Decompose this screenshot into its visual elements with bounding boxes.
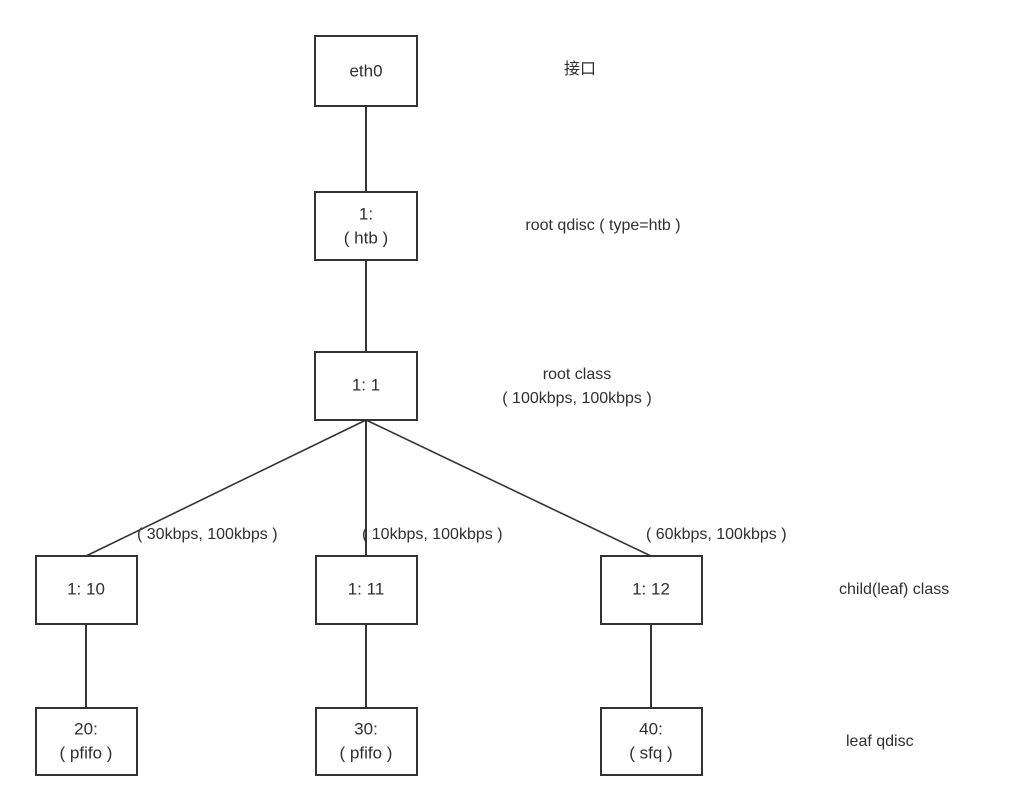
side-label-leaf-qdisc: leaf qdisc <box>846 733 914 750</box>
node-child-class-3[interactable]: 1: 12 <box>600 555 703 625</box>
node-child-class-1-label: 1: 10 <box>67 579 105 598</box>
node-leaf-qdisc-1[interactable]: 20: ( pfifo ) <box>35 707 138 776</box>
node-child-class-2-box[interactable] <box>315 555 418 625</box>
node-child-class-3-label: 1: 12 <box>632 579 670 598</box>
node-leaf-qdisc-2-label-line1: 30: <box>354 719 378 738</box>
edges-group <box>85 106 652 708</box>
node-leaf-qdisc-3-label-line2: ( sfq ) <box>629 743 672 762</box>
node-interface-label: eth0 <box>349 61 382 80</box>
node-child-class-2-label: 1: 11 <box>348 579 385 598</box>
node-leaf-qdisc-1-box[interactable] <box>35 707 138 776</box>
node-interface[interactable]: eth0 <box>314 35 418 107</box>
node-leaf-qdisc-1-label-line2: ( pfifo ) <box>60 743 113 762</box>
edge-label-branch-left: ( 30kbps, 100kbps ) <box>137 526 278 543</box>
edge-label-branch-right: ( 60kbps, 100kbps ) <box>646 526 787 543</box>
node-child-class-2[interactable]: 1: 11 <box>315 555 418 625</box>
side-label-root-class-line1: root class <box>543 366 611 383</box>
node-leaf-qdisc-2-box[interactable] <box>315 707 418 776</box>
node-root-qdisc-label-line1: 1: <box>359 204 373 223</box>
node-leaf-qdisc-3-box[interactable] <box>600 707 703 776</box>
side-label-interface: 接口 <box>564 60 596 78</box>
node-root-class[interactable]: 1: 1 <box>314 351 418 421</box>
side-label-child-class: child(leaf) class <box>839 581 949 598</box>
node-root-class-box[interactable] <box>314 351 418 421</box>
node-root-qdisc[interactable]: 1: ( htb ) <box>314 191 418 261</box>
node-root-qdisc-label-line2: ( htb ) <box>344 228 388 247</box>
edge-root-class-to-child-3 <box>365 419 652 557</box>
node-leaf-qdisc-2[interactable]: 30: ( pfifo ) <box>315 707 418 776</box>
edge-label-branch-middle: ( 10kbps, 100kbps ) <box>362 526 503 543</box>
node-child-class-3-box[interactable] <box>600 555 703 625</box>
side-label-root-class-line2: ( 100kbps, 100kbps ) <box>502 390 651 407</box>
node-leaf-qdisc-2-label-line2: ( pfifo ) <box>340 743 393 762</box>
node-child-class-1-box[interactable] <box>35 555 138 625</box>
node-child-class-1[interactable]: 1: 10 <box>35 555 138 625</box>
node-leaf-qdisc-1-label-line1: 20: <box>74 719 98 738</box>
node-root-qdisc-box[interactable] <box>314 191 418 261</box>
node-interface-box[interactable] <box>314 35 418 107</box>
side-label-root-qdisc: root qdisc ( type=htb ) <box>525 217 680 234</box>
edge-root-class-to-child-1 <box>85 419 367 557</box>
node-leaf-qdisc-3-label-line1: 40: <box>639 719 663 738</box>
node-root-class-label: 1: 1 <box>352 375 380 394</box>
node-leaf-qdisc-3[interactable]: 40: ( sfq ) <box>600 707 703 776</box>
